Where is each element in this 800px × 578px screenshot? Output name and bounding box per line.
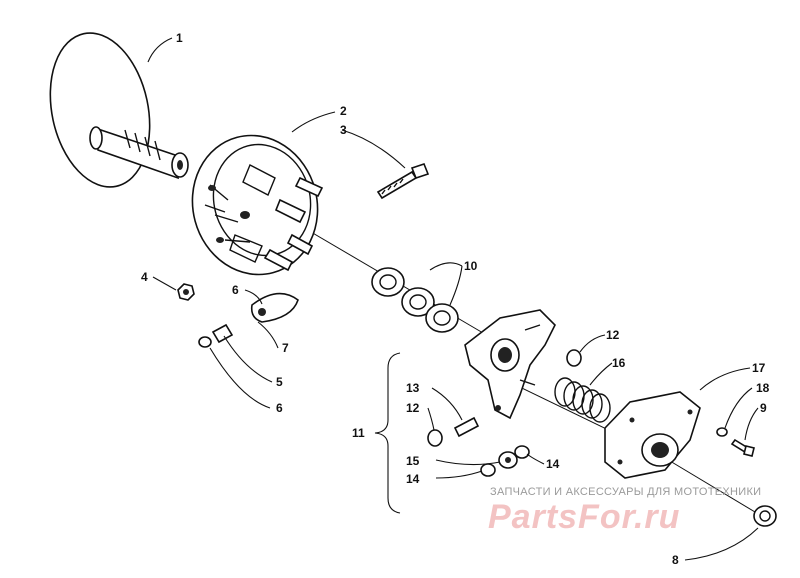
- watermark: ЗАПЧАСТИ И АКСЕССУАРЫ ДЛЯ МОТОТЕХНИКИ Pa…: [488, 486, 761, 536]
- part-16-spring: [554, 377, 611, 423]
- part-10-washers: [371, 267, 459, 333]
- part-11-bracket: [374, 352, 401, 514]
- label-part-4: 4: [141, 270, 148, 284]
- label-part-3: 3: [340, 123, 347, 137]
- part-17-cover: [604, 391, 701, 479]
- label-part-18: 18: [756, 381, 770, 395]
- label-part-10: 10: [464, 259, 478, 273]
- part-11-cam-arm: [464, 309, 556, 420]
- label-part-5: 5: [276, 375, 283, 389]
- label-part-13: 13: [406, 381, 420, 395]
- part-1-sheave: [49, 32, 189, 188]
- part-labels: 1 2 3 4 6 7 5 6 10 12 16 13 12 11 15 14 …: [141, 31, 770, 567]
- label-part-12a: 12: [606, 328, 620, 342]
- label-part-12b: 12: [406, 401, 420, 415]
- part-2-hub: [191, 134, 324, 276]
- watermark-logo: PartsFor.ru: [488, 498, 680, 536]
- label-part-8: 8: [672, 553, 679, 567]
- part-4-nut: [177, 283, 195, 301]
- part-3-bolt: [376, 163, 430, 200]
- label-part-7: 7: [282, 341, 289, 355]
- label-part-17: 17: [752, 361, 766, 375]
- part-8-bushing: [753, 505, 777, 527]
- label-part-15: 15: [406, 454, 420, 468]
- label-part-11: 11: [352, 426, 365, 440]
- part-13-pin: [453, 416, 480, 438]
- leader-lines: [147, 37, 759, 561]
- label-part-14a: 14: [406, 472, 420, 486]
- watermark-caption: ЗАПЧАСТИ И АКСЕССУАРЫ ДЛЯ МОТОТЕХНИКИ: [490, 486, 761, 498]
- label-part-6a: 6: [232, 283, 239, 297]
- label-part-2: 2: [340, 104, 347, 118]
- label-part-1: 1: [176, 31, 183, 45]
- label-part-16: 16: [612, 356, 626, 370]
- label-part-14b: 14: [546, 457, 560, 471]
- part-12-buttons: [427, 349, 582, 447]
- part-9-18-screw: [716, 427, 755, 457]
- part-5-6-7-roller-weight: [198, 292, 299, 348]
- part-14-15-washers-bushing: [480, 445, 530, 477]
- label-part-6b: 6: [276, 401, 283, 415]
- label-part-9: 9: [760, 401, 767, 415]
